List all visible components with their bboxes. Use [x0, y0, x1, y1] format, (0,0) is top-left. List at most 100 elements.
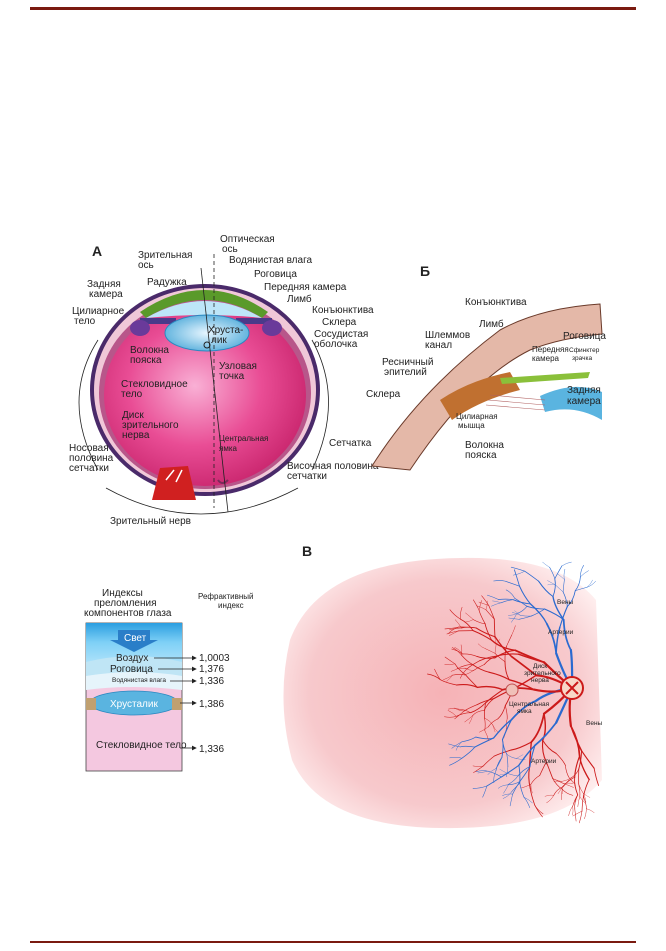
artery-segment: [494, 636, 497, 645]
vein-segment: [519, 782, 525, 798]
artery-segment: [494, 649, 516, 659]
artery-segment: [583, 793, 591, 798]
vein-segment: [517, 766, 531, 777]
vein-segment: [448, 743, 461, 748]
artery-segment: [495, 638, 501, 645]
vein-segment: [502, 793, 513, 796]
artery-segment: [454, 619, 462, 629]
label-visual-axis-2: ось: [138, 260, 154, 271]
refraction-index-panel: Индексы преломления компонентов глаза Ре…: [84, 588, 254, 772]
artery-segment: [545, 761, 554, 779]
iris-strip: [500, 372, 590, 384]
lens-edge: [540, 386, 602, 420]
label-visual-axis-1: Зрительная: [138, 250, 192, 261]
vein-segment: [519, 766, 531, 782]
vein-segment: [557, 573, 565, 580]
label-b-limbus: Лимб: [479, 318, 504, 330]
index-value-2: 1,336: [199, 676, 224, 687]
artery-segment: [488, 671, 510, 681]
artery-segment: [568, 805, 573, 816]
artery-segment: [472, 710, 485, 716]
vein-segment: [495, 757, 503, 769]
artery-segment: [506, 634, 512, 647]
refraction-header-2: преломления: [94, 598, 157, 609]
artery-segment: [574, 755, 581, 778]
artery-segment: [505, 705, 508, 719]
vein-segment: [500, 764, 520, 778]
label-posterior-chamber-1: Задняя: [87, 279, 121, 290]
artery-segment: [479, 726, 489, 733]
vein-segment: [461, 736, 477, 743]
vein-segment: [562, 591, 568, 607]
vein-segment: [492, 600, 502, 603]
vein-segment: [561, 561, 572, 567]
artery-segment: [448, 708, 459, 710]
artery-segment: [542, 739, 557, 754]
artery-segment: [579, 810, 583, 824]
label-cornea: Роговица: [254, 269, 297, 280]
label-v-disc-3: нерва: [531, 677, 549, 684]
vein-segment: [513, 569, 520, 587]
artery-segment: [447, 710, 457, 717]
label-b-sphincter-2: зрачка: [572, 355, 592, 362]
artery-segment: [478, 600, 482, 611]
layer-name-2: Водянистая влага: [112, 677, 166, 684]
label-v-disc-2: зрительного: [524, 670, 561, 677]
ciliary-left-mini: [86, 698, 96, 710]
refraction-header-3: компонентов глаза: [84, 608, 172, 619]
artery-segment: [574, 776, 579, 796]
label-sclera: Склера: [322, 317, 357, 328]
artery-segment: [464, 667, 474, 671]
vein-segment: [562, 579, 565, 593]
label-b-conjunctiva: Конъюнктива: [465, 297, 527, 308]
vein-segment: [510, 782, 521, 793]
vein-segment: [516, 758, 526, 760]
artery-segment: [469, 715, 473, 724]
label-nasal-1: Носовая: [69, 443, 109, 454]
label-nasal-3: сетчатки: [69, 463, 109, 474]
label-limbus: Лимб: [287, 293, 312, 305]
label-conjunctiva: Конъюнктива: [312, 305, 374, 316]
artery-segment: [452, 674, 466, 676]
label-v-veins-top: Вены: [557, 599, 574, 606]
index-header-2: индекс: [218, 601, 244, 610]
vein-segment: [502, 739, 508, 755]
artery-segment: [456, 684, 478, 688]
vitreous-body: [104, 304, 306, 486]
artery-segment: [561, 778, 571, 782]
label-light: Свет: [124, 633, 147, 644]
label-nodal-2: точка: [219, 371, 245, 382]
artery-segment: [492, 724, 496, 733]
vein-segment: [493, 580, 506, 582]
artery-segment: [493, 618, 496, 638]
vein-segment: [587, 579, 593, 588]
artery-segment: [434, 668, 441, 680]
label-lens-2: лик: [211, 335, 227, 346]
vein-segment: [508, 613, 517, 616]
artery-segment: [485, 600, 488, 610]
aqueous-layer: [86, 672, 182, 690]
vein-segment: [587, 580, 596, 588]
vein-segment: [493, 770, 497, 783]
label-vitreous-1: Стекловидное: [121, 379, 188, 390]
optic-disc-cross: [565, 681, 579, 695]
label-b-sclera: Склера: [366, 389, 401, 400]
vein-segment: [451, 741, 463, 749]
artery-segment: [562, 776, 576, 788]
nodal-point-mark: [203, 341, 211, 349]
artery-segment: [546, 795, 554, 804]
vein-segment: [482, 785, 488, 798]
artery-segment: [476, 698, 495, 706]
index-value-0: 1,0003: [199, 653, 230, 664]
artery-segment: [443, 674, 453, 680]
vein-segment: [544, 608, 565, 621]
artery-segment: [446, 630, 459, 635]
artery-segment: [493, 749, 512, 757]
label-optic-axis-2: ось: [222, 244, 238, 255]
vein-segment: [449, 756, 463, 759]
artery-segment: [574, 808, 577, 822]
label-fovea-1: Центральная: [219, 434, 268, 443]
vein-segment: [554, 565, 563, 580]
vein-segment: [502, 792, 512, 799]
label-retina: Сетчатка: [329, 438, 372, 449]
